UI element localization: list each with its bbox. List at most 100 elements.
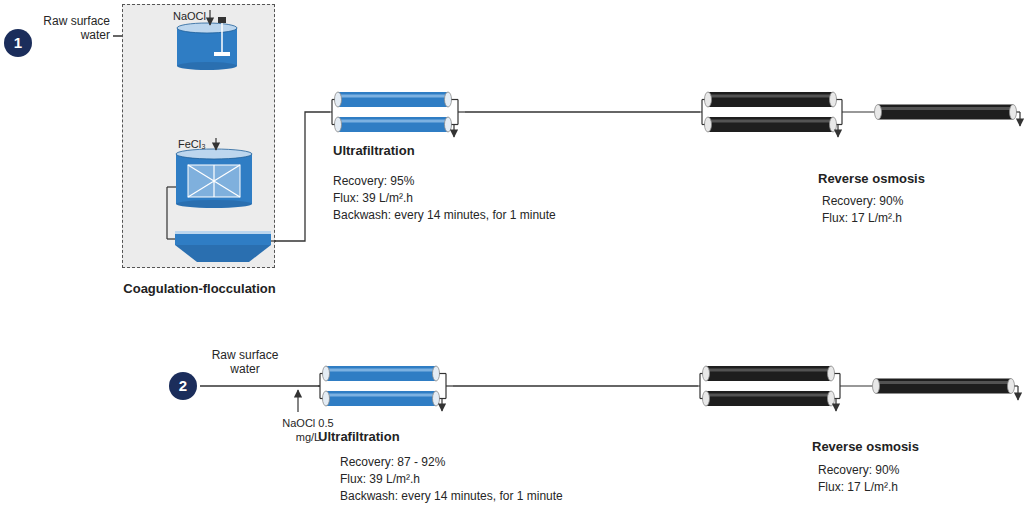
- uf-module: [323, 366, 440, 381]
- stream-label: Raw surface water: [208, 348, 282, 376]
- flocculation-tank: [176, 154, 252, 204]
- unit-illustration: [318, 360, 453, 412]
- unit-illustration: [330, 86, 465, 138]
- unit-parameter: Flux: 17 L/m².h: [818, 480, 898, 494]
- unit-title: Reverse osmosis: [812, 440, 919, 454]
- pipe: [331, 100, 332, 125]
- uf-module: [335, 92, 452, 107]
- unit-parameter: Flux: 39 L/m².h: [340, 472, 420, 486]
- process-unit: Reverse osmosisRecovery: 90%Flux: 17 L/m…: [700, 86, 1025, 138]
- pipe: [842, 111, 875, 112]
- flow-pipe: [465, 111, 700, 112]
- mixing-tank: [177, 28, 237, 66]
- unit-parameter: Flux: 39 L/m².h: [333, 191, 413, 205]
- flocculator: [188, 165, 240, 197]
- pipe: [835, 398, 841, 399]
- ro-vessel: [875, 105, 1017, 120]
- stream-label: Raw surface water: [40, 14, 110, 42]
- unit-parameter: Backwash: every 14 minutes, for 1 minute: [333, 208, 556, 222]
- pipe: [441, 399, 442, 412]
- pipe: [701, 100, 702, 125]
- ro-vessel: [703, 391, 835, 406]
- pipe: [167, 186, 177, 187]
- pipe: [215, 138, 216, 150]
- pipe: [271, 240, 276, 241]
- pipe: [320, 373, 323, 374]
- flow-pipe: [453, 385, 698, 386]
- pipe: [440, 373, 447, 374]
- unit-title: Ultrafiltration: [318, 430, 400, 444]
- ro-vessel: [705, 117, 837, 132]
- raw-water-inlet: [200, 385, 320, 386]
- pipe: [1017, 386, 1018, 400]
- unit-title: NaOCl: [173, 9, 206, 23]
- pipe: [332, 124, 335, 125]
- unit-title: Coagulation-flocculation: [123, 281, 276, 296]
- unit-illustration: [700, 86, 1025, 138]
- unit-title: FeCl₃: [178, 137, 206, 151]
- pipe: [837, 125, 838, 138]
- process-unit: UltrafiltrationRecovery: 95%Flux: 39 L/m…: [330, 86, 465, 138]
- unit-title: Ultrafiltration: [333, 144, 415, 158]
- step-number: 2: [169, 372, 197, 400]
- process-group: Coagulation-flocculationNaOClFeCl₃: [122, 4, 275, 268]
- unit-title: 1: [4, 29, 32, 57]
- unit-parameter: Recovery: 90%: [818, 463, 899, 477]
- pipe: [166, 187, 167, 239]
- uf-module: [335, 117, 452, 132]
- settler-cone: [175, 245, 271, 262]
- pipe: [440, 398, 447, 399]
- pipe: [319, 374, 320, 399]
- unit-parameter: Backwash: every 14 minutes, for 1 minute: [340, 489, 563, 503]
- pipe: [840, 385, 873, 386]
- unit-title: 2: [169, 372, 197, 400]
- settler-surface: [175, 231, 271, 234]
- pipe: [452, 99, 459, 100]
- tank-bottom: [176, 200, 252, 208]
- pipe: [320, 398, 323, 399]
- pipe: [702, 124, 705, 125]
- process-unit: Reverse osmosisRecovery: 90%Flux: 17 L/m…: [698, 360, 1025, 412]
- pipe: [1019, 112, 1020, 126]
- unit-parameter: Recovery: 90%: [822, 194, 903, 208]
- step-number: 1: [4, 29, 32, 57]
- unit-illustration: [698, 360, 1025, 412]
- ro-vessel: [873, 379, 1015, 394]
- stirrer-shaft: [221, 23, 223, 54]
- unit-parameter: Recovery: 87 - 92%: [340, 455, 445, 469]
- tank-top: [177, 23, 237, 33]
- pipe: [835, 399, 836, 412]
- settler-tank: [175, 231, 271, 245]
- pipe: [700, 398, 703, 399]
- pipe: [835, 373, 841, 374]
- ro-vessel: [705, 92, 837, 107]
- flocculator-paddles: [188, 165, 240, 197]
- pipe: [452, 124, 459, 125]
- unit-title: Reverse osmosis: [818, 172, 925, 186]
- process-unit: FeCl₃: [172, 136, 256, 210]
- pipe: [837, 124, 843, 125]
- pipe: [458, 111, 465, 112]
- tank-bottom: [177, 62, 237, 70]
- pipe: [700, 373, 703, 374]
- tank-top: [176, 149, 252, 159]
- unit-parameter: Flux: 17 L/m².h: [822, 211, 902, 225]
- stream-label: NaOCl 0.5 mg/L: [282, 416, 334, 444]
- pipe: [699, 374, 700, 399]
- pipe: [453, 125, 454, 138]
- pipe: [702, 99, 705, 100]
- stirrer-paddle: [214, 52, 230, 56]
- pipe: [837, 99, 843, 100]
- pipe: [209, 10, 210, 25]
- unit-parameter: Recovery: 95%: [333, 174, 414, 188]
- process-unit: NaOCl: [170, 8, 240, 70]
- pipe: [167, 238, 175, 239]
- stirrer-motor: [218, 17, 226, 23]
- pipe: [446, 385, 453, 386]
- uf-module: [323, 391, 440, 406]
- pipe: [332, 99, 335, 100]
- flow-pipe: [275, 112, 330, 241]
- dosing-arrow: [297, 390, 298, 412]
- process-unit: UltrafiltrationRecovery: 87 - 92%Flux: 3…: [318, 360, 453, 412]
- ro-vessel: [703, 366, 835, 381]
